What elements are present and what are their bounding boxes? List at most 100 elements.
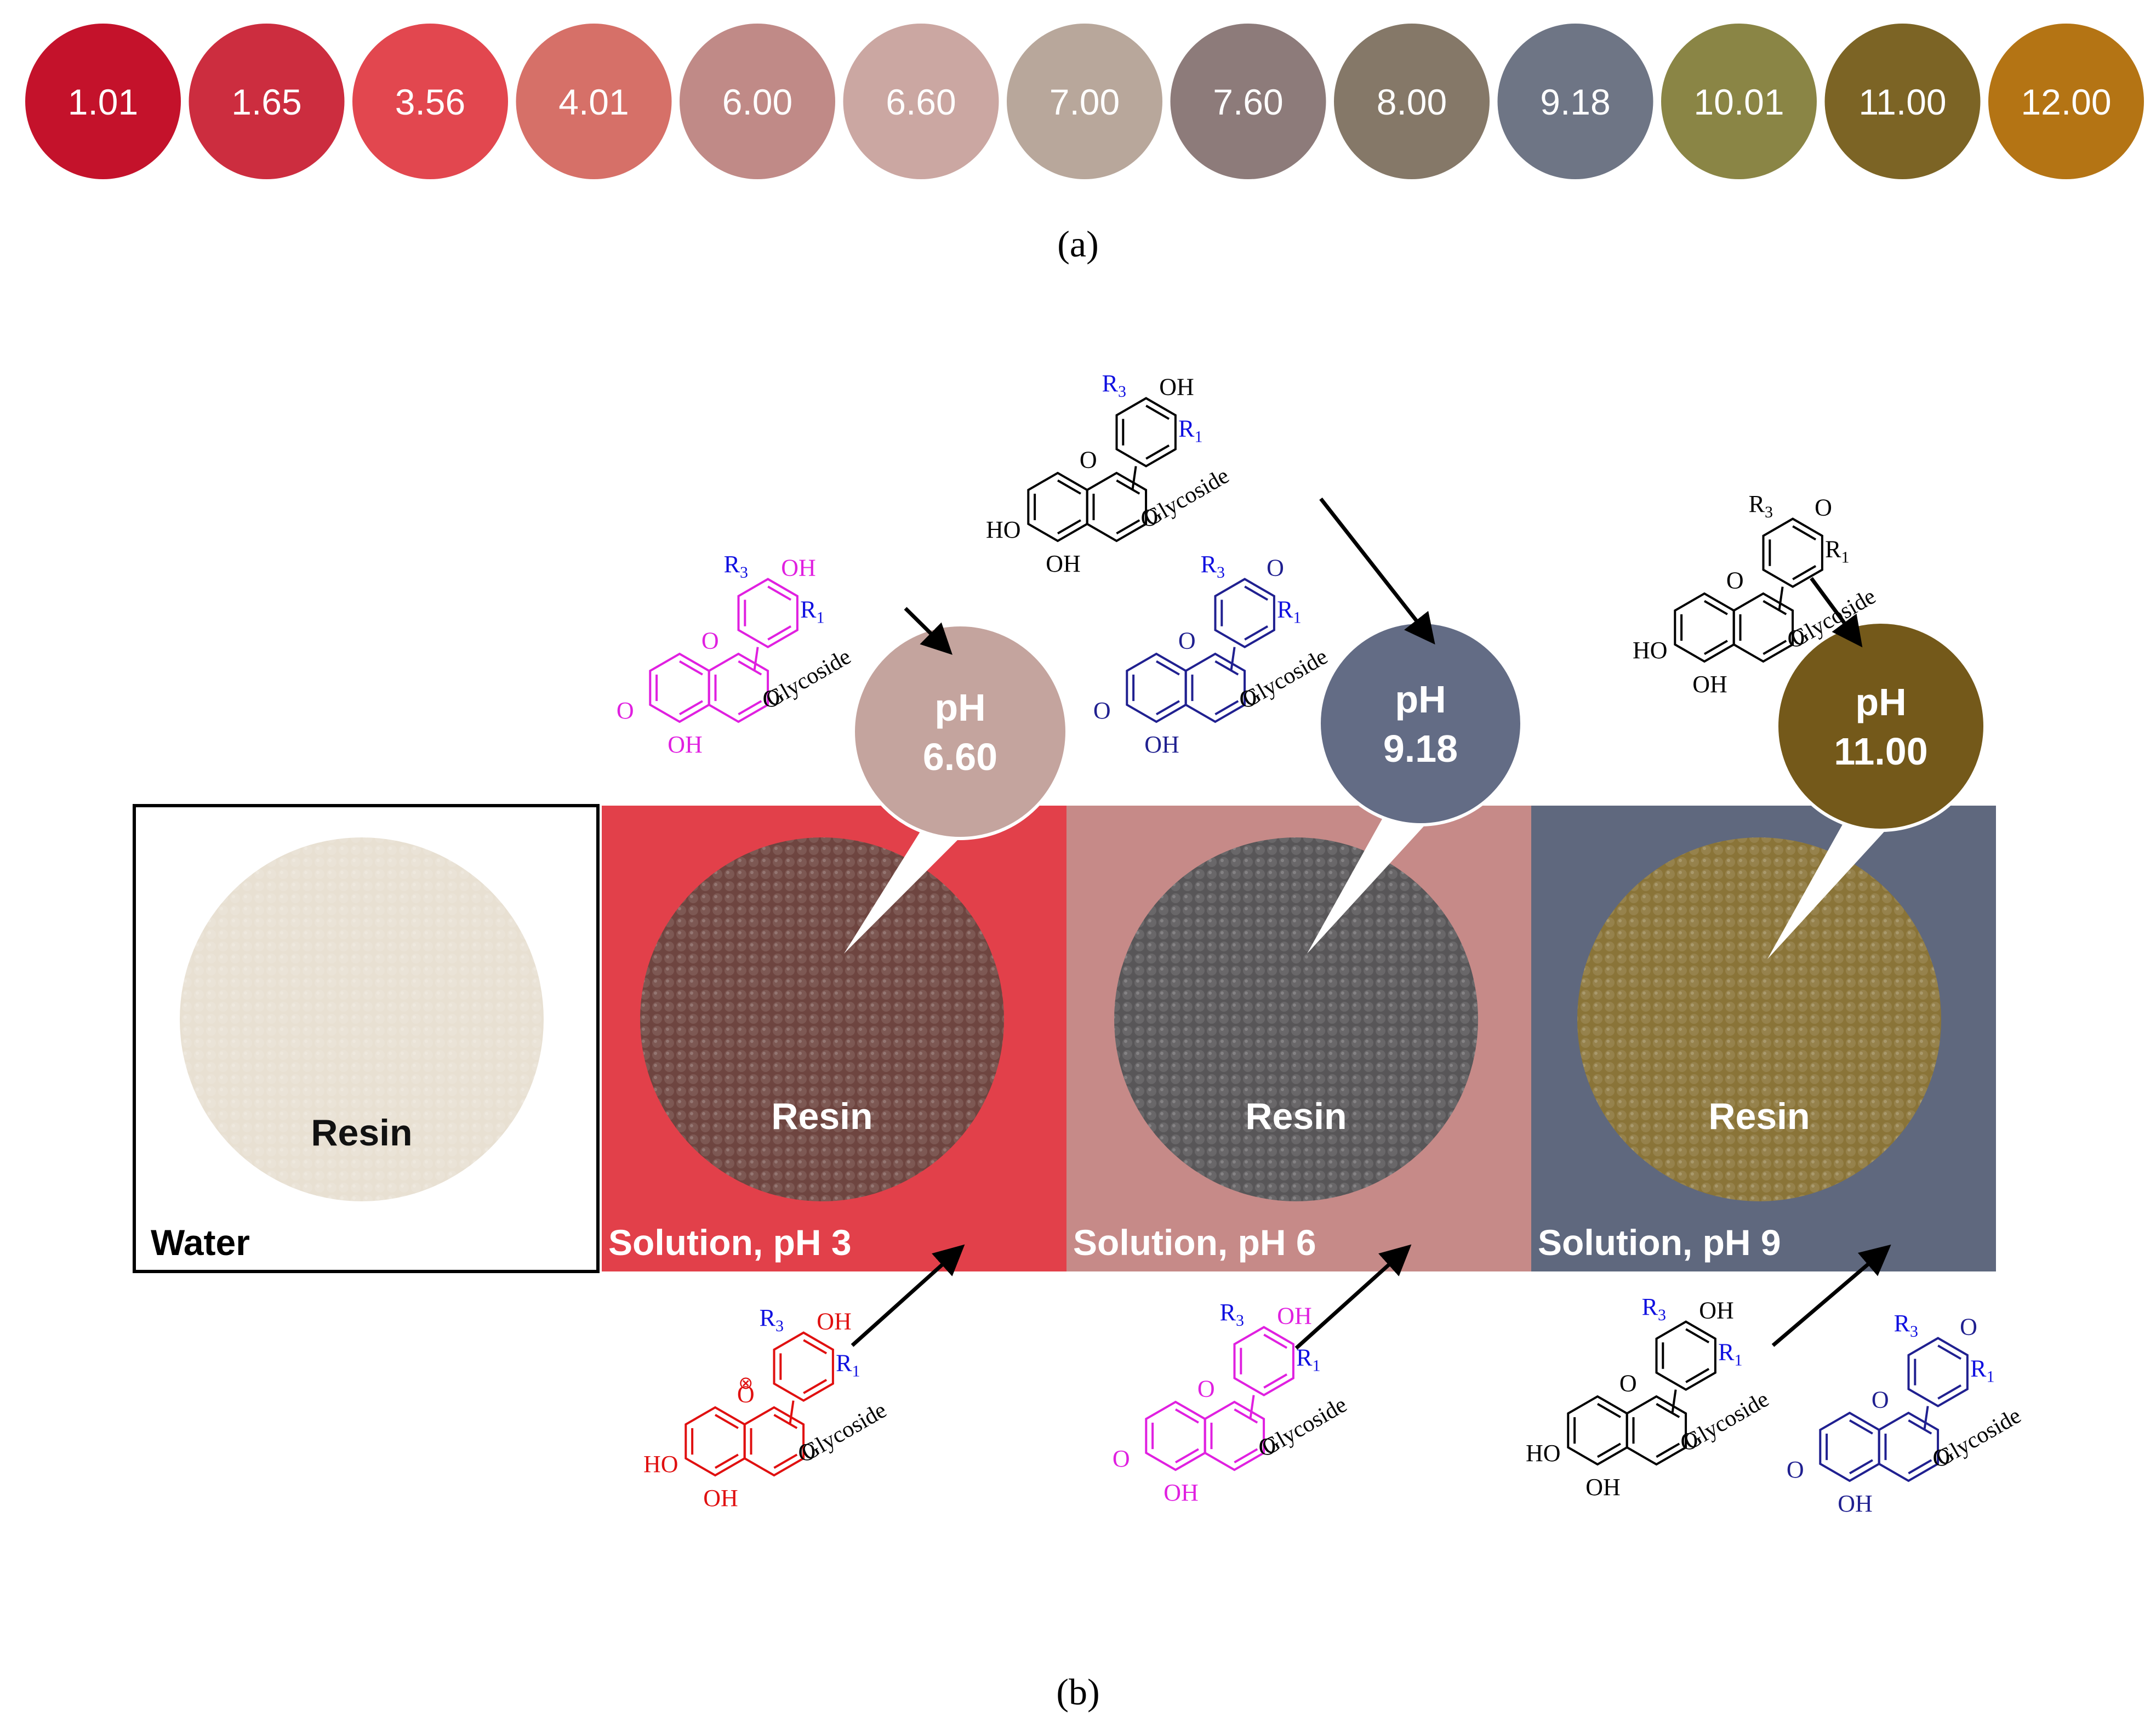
ph-swatch-label: 8.00	[1377, 82, 1447, 122]
ph-bubble	[852, 623, 1069, 840]
bubble-ph-label: pH	[934, 686, 985, 729]
chem-atom-label: Glycoside	[762, 644, 855, 712]
ph-bubble	[1317, 620, 1524, 826]
chem-atom-label: O	[798, 1439, 816, 1465]
ph-swatch-label: 1.65	[231, 82, 301, 122]
ph-swatch-label: 11.00	[1858, 82, 1946, 122]
bubble-pointer	[844, 822, 965, 954]
chem-atom-label: Glycoside	[1680, 1387, 1773, 1455]
chem-atom-label: O	[1960, 1313, 1977, 1340]
resin-texture	[1114, 837, 1478, 1201]
chem-atom-label: OH	[1159, 373, 1194, 400]
ph-swatch-label: 9.18	[1540, 82, 1610, 122]
chem-atom-label: HO	[1633, 637, 1668, 664]
ph-swatch	[1170, 24, 1326, 179]
resin-label: Resin	[771, 1096, 872, 1137]
ph-swatch	[1007, 24, 1162, 179]
ph-swatch-label: 7.00	[1050, 82, 1120, 122]
chem-r-group: R1	[1825, 536, 1849, 567]
resin-label: Resin	[311, 1112, 412, 1154]
chem-atom-label: OH	[703, 1485, 738, 1512]
ph-swatch-label: 6.60	[886, 82, 956, 122]
chem-r-group: R3	[1749, 491, 1773, 521]
ph-swatch-label: 7.60	[1213, 82, 1283, 122]
chem-atom-label: O	[1259, 1433, 1276, 1460]
chem-atom-label: O	[701, 628, 719, 654]
chem-atom-label: OH	[1277, 1302, 1312, 1329]
chem-atom-label: Glycoside	[1239, 644, 1332, 712]
ph-swatch	[352, 24, 508, 179]
chem-atom-label: OH	[1699, 1297, 1734, 1324]
chem-atom-label: O	[1872, 1387, 1889, 1413]
chem-atom-label: O	[1197, 1376, 1215, 1402]
ph-swatch-label: 12.00	[2021, 82, 2111, 122]
chem-atom-label: O	[1788, 625, 1805, 652]
chem-r-group: R1	[1970, 1355, 1994, 1386]
chem-atom-label: HO	[1526, 1440, 1561, 1467]
chem-r-group: R3	[1220, 1299, 1244, 1330]
chem-r-group: R1	[836, 1350, 860, 1381]
caption-b: (b)	[1056, 1671, 1099, 1713]
chem-r-group: R1	[1718, 1339, 1742, 1370]
chem-r-group: R1	[800, 596, 824, 627]
ph-swatch-label: 10.01	[1693, 82, 1784, 122]
arrow-from-flavylium	[851, 1244, 965, 1347]
panel-label: Solution, pH 3	[608, 1222, 852, 1263]
ph-swatch	[189, 24, 345, 179]
panel-label: Solution, pH 6	[1073, 1222, 1316, 1263]
bubble-ph-value: 9.18	[1383, 727, 1458, 770]
chem-atom-label: Glycoside	[1140, 463, 1233, 532]
chem-atom-label: O	[1933, 1444, 1950, 1471]
bubble-pointer	[1307, 811, 1428, 954]
arrow-to-bubble-918	[1319, 497, 1435, 645]
chem-atom-label: OH	[1163, 1479, 1199, 1506]
resin-texture	[180, 837, 544, 1201]
chem-atom-label: OH	[781, 554, 816, 581]
chem-atom-label: O	[617, 697, 634, 724]
chem-atom-label: O	[1619, 1370, 1637, 1397]
chem-r-group: R1	[1178, 415, 1202, 446]
ph-swatch-label: 4.01	[558, 82, 629, 122]
chem-atom-label: OH	[817, 1308, 852, 1335]
chem-atom-label: OH	[1838, 1490, 1873, 1517]
chem-atom-label: Glycoside	[797, 1398, 891, 1466]
bubble-pointer	[1767, 817, 1888, 959]
ph-swatch	[1497, 24, 1653, 179]
arrow-from-mixture	[1771, 1244, 1891, 1347]
ph-swatch	[1334, 24, 1490, 179]
chem-atom-label: OH	[1692, 671, 1727, 698]
bubble-ph-label: pH	[1395, 678, 1446, 721]
chem-atom-label: Glycoside	[1258, 1392, 1351, 1461]
caption-a: (a)	[1057, 223, 1098, 265]
arrow-from-quinoidal	[1294, 1244, 1412, 1350]
chem-atom-label: OH	[668, 731, 703, 758]
chem-atom-label: O	[1240, 685, 1257, 712]
panel-label: Solution, pH 9	[1538, 1222, 1781, 1263]
ph-swatch-label: 6.00	[722, 82, 792, 122]
chem-atom-label: OH	[1585, 1474, 1621, 1501]
chem-r-group: R3	[760, 1304, 784, 1335]
panel-label: Water	[151, 1222, 250, 1263]
ph-bubble	[1775, 620, 1987, 832]
chem-atom-label: O	[1726, 567, 1744, 594]
ph-swatch	[516, 24, 672, 179]
arrow-to-bubble-660	[904, 607, 952, 655]
resin-texture	[1577, 837, 1941, 1201]
ph-swatch-label: 3.56	[395, 82, 465, 122]
chem-r-group: R3	[1201, 551, 1225, 581]
chem-r-group: R1	[1296, 1344, 1320, 1375]
resin-texture	[640, 837, 1004, 1201]
ph-swatch	[1824, 24, 1981, 179]
chem-atom-label: Glycoside	[1932, 1403, 2025, 1472]
bubble-ph-value: 11.00	[1834, 730, 1927, 773]
resin-label: Resin	[1245, 1096, 1347, 1137]
chem-atom-label: OH	[1046, 550, 1081, 577]
chem-atom-label: O	[1815, 494, 1832, 521]
chem-r-group: R3	[1102, 370, 1126, 401]
bubble-ph-label: pH	[1855, 681, 1906, 723]
chem-atom-label: O	[1093, 697, 1111, 724]
